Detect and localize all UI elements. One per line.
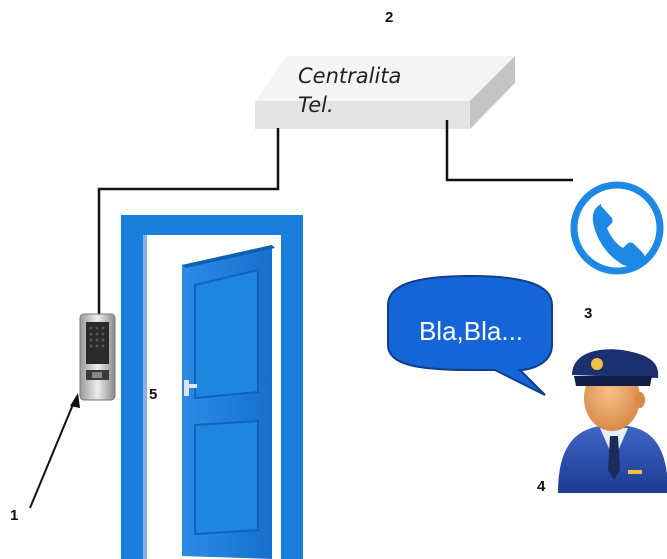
pointer-arrow (30, 393, 80, 508)
label-1: 1 (10, 507, 18, 524)
label-3: 3 (584, 305, 592, 322)
label-5: 5 (149, 386, 157, 403)
pbx-label: Centralita Tel. (298, 62, 401, 120)
pbx-label-line1: Centralita (298, 62, 401, 91)
pbx-label-line2: Tel. (298, 91, 401, 120)
speech-text: Bla,Bla... (386, 316, 556, 347)
label-2: 2 (385, 9, 393, 26)
security-guard-avatar (558, 349, 667, 493)
phone-icon (574, 185, 660, 271)
door-leaf[interactable] (182, 245, 275, 559)
intercom-panel (80, 314, 115, 400)
label-4: 4 (537, 478, 545, 495)
